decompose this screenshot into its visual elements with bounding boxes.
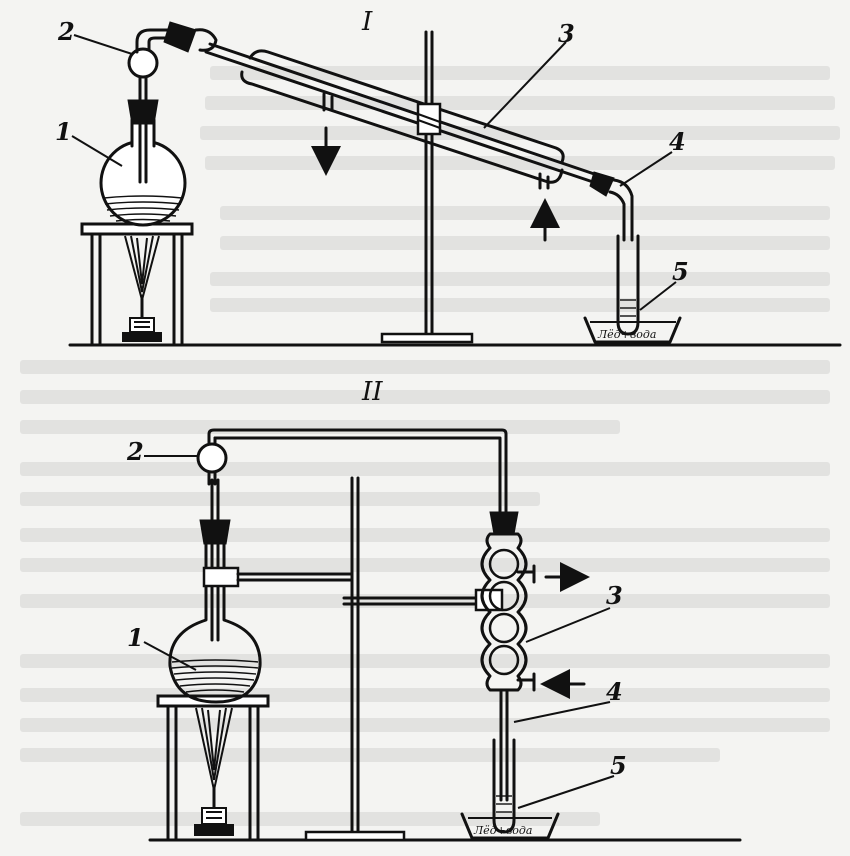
bleed-through-line <box>20 748 720 762</box>
safety-bulb <box>196 434 228 486</box>
bleed-through-line <box>20 390 830 404</box>
distillation-flask <box>168 478 354 704</box>
label-receiver: 5 <box>672 257 689 286</box>
condenser-stopper <box>163 21 197 53</box>
leader-line <box>483 41 567 129</box>
distillation-flask <box>99 88 187 227</box>
bleed-through-line <box>220 206 830 220</box>
retort-stand <box>304 476 504 842</box>
bleed-through-line <box>210 298 830 312</box>
bleed-through-line <box>200 126 840 140</box>
bleed-through-line <box>20 360 830 374</box>
leader-line <box>525 607 611 643</box>
leader-line <box>143 641 197 671</box>
bleed-through-line <box>205 96 835 110</box>
label-bulb: 2 <box>57 17 75 46</box>
bleed-through-line <box>220 236 830 250</box>
receiver-tube <box>492 738 516 834</box>
tripod-stand <box>80 222 194 347</box>
bleed-through-line <box>20 812 600 826</box>
leader-line <box>639 281 677 311</box>
leader-line <box>73 34 133 55</box>
bleed-through-line <box>210 66 830 80</box>
setup-1: I <box>55 7 842 347</box>
safety-bulb <box>127 28 180 94</box>
label-adapter: 4 <box>606 677 623 706</box>
connecting-tube <box>213 436 502 514</box>
liebig-condenser <box>240 49 565 190</box>
setup-2: II <box>126 377 742 842</box>
label-flask: 1 <box>127 623 144 652</box>
label-flask: 1 <box>55 117 72 146</box>
label-adapter: 4 <box>669 127 686 156</box>
ice-bath: Лёд+вода <box>583 316 682 344</box>
bleed-through-line <box>20 492 540 506</box>
receiver-tube <box>616 234 640 336</box>
label-condenser: 3 <box>558 19 575 48</box>
bath-label: Лёд+вода <box>597 328 656 341</box>
setup-2-title: II <box>361 377 383 407</box>
leader-line <box>619 151 673 187</box>
leader-line <box>71 135 123 167</box>
label-condenser: 3 <box>606 581 623 610</box>
leader-line <box>513 701 611 723</box>
adapter <box>589 171 634 242</box>
label-receiver: 5 <box>610 751 627 780</box>
bleed-through-line <box>20 654 830 668</box>
connecting-tube <box>207 428 508 514</box>
bleed-through-line <box>205 156 835 170</box>
burner <box>122 235 162 342</box>
retort-stand <box>380 30 474 344</box>
label-bulb: 2 <box>126 437 144 466</box>
ball-condenser <box>480 511 536 802</box>
bath-label: Лёд+вода <box>473 824 532 837</box>
leader-line <box>517 775 615 809</box>
inner-tube <box>204 50 610 189</box>
burner <box>194 707 234 836</box>
setup-1-title: I <box>361 7 373 37</box>
ice-bath: Лёд+вода <box>460 812 560 840</box>
tube-bulb <box>194 28 218 52</box>
inner-tube <box>208 42 614 182</box>
